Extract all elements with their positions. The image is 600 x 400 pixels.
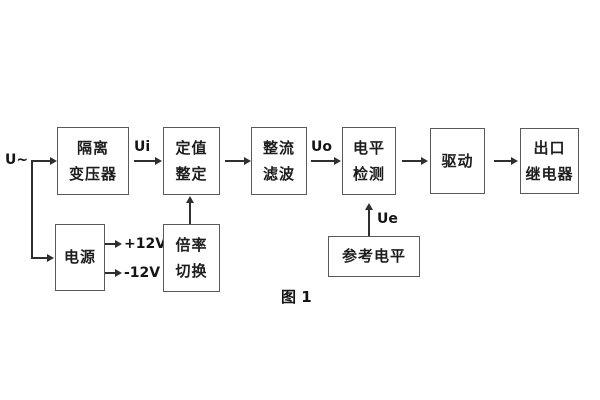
block-power-supply-label: 电源 xyxy=(63,248,96,266)
block-drive: 驱动 xyxy=(430,128,485,194)
input-branch-line xyxy=(31,160,33,259)
block-power-supply: 电源 xyxy=(55,224,105,291)
block-level-detect-line2: 检测 xyxy=(352,164,385,183)
block-reference-level: 参考电平 xyxy=(328,236,420,277)
block-rectify-filter: 整流 滤波 xyxy=(251,127,307,195)
power-minus12v-arrow-icon xyxy=(115,269,122,277)
block-drive-label: 驱动 xyxy=(441,151,474,170)
block-isolation-transformer: 隔离 变压器 xyxy=(57,127,129,195)
ui-signal-label: Ui xyxy=(134,139,151,155)
power-plus12v-arrow-icon xyxy=(115,240,122,248)
reference-to-level-arrow-icon xyxy=(365,203,373,210)
transformer-to-setpoint-line xyxy=(134,160,155,162)
block-setpoint-adjust: 定值 整定 xyxy=(163,127,220,195)
transformer-to-setpoint-arrow-icon xyxy=(155,157,162,165)
input-to-power-arrow-icon xyxy=(47,254,54,262)
rectify-to-level-arrow-icon xyxy=(334,157,341,165)
power-plus12v-line xyxy=(105,243,115,245)
input-to-transformer-arrow-icon xyxy=(50,157,57,165)
drive-to-relay-line xyxy=(494,160,511,162)
block-ratio-switch: 倍率 切换 xyxy=(163,224,220,292)
ue-signal-label: Ue xyxy=(377,211,398,227)
block-output-relay: 出口 继电器 xyxy=(520,128,579,194)
block-ratio-switch-line2: 切换 xyxy=(175,261,208,280)
plus12v-label: +12V xyxy=(124,236,167,252)
level-to-drive-line xyxy=(402,160,421,162)
block-isolation-transformer-line1: 隔离 xyxy=(76,138,109,157)
level-to-drive-arrow-icon xyxy=(421,157,428,165)
ratio-to-setpoint-arrow-icon xyxy=(186,196,194,203)
block-ratio-switch-line1: 倍率 xyxy=(175,235,208,254)
block-level-detect-line1: 电平 xyxy=(352,138,385,157)
input-signal-label: U~ xyxy=(5,152,29,168)
block-rectify-filter-line2: 滤波 xyxy=(262,164,295,183)
block-reference-level-label: 参考电平 xyxy=(341,247,406,265)
block-setpoint-adjust-line2: 整定 xyxy=(175,164,208,183)
setpoint-to-rectify-line xyxy=(225,160,244,162)
block-output-relay-line2: 继电器 xyxy=(525,164,574,183)
input-to-power-line xyxy=(31,257,47,259)
setpoint-to-rectify-arrow-icon xyxy=(244,157,251,165)
input-to-transformer-line xyxy=(31,160,51,162)
rectify-to-level-line xyxy=(311,160,334,162)
figure-caption: 图 1 xyxy=(281,288,312,306)
minus12v-label: -12V xyxy=(124,265,161,281)
block-isolation-transformer-line2: 变压器 xyxy=(68,164,117,183)
block-setpoint-adjust-line1: 定值 xyxy=(175,138,208,157)
block-rectify-filter-line1: 整流 xyxy=(262,138,295,157)
drive-to-relay-arrow-icon xyxy=(511,157,518,165)
power-minus12v-line xyxy=(105,272,115,274)
ratio-to-setpoint-line xyxy=(189,203,191,224)
block-level-detect: 电平 检测 xyxy=(342,127,396,195)
block-output-relay-line1: 出口 xyxy=(533,138,566,157)
uo-signal-label: Uo xyxy=(311,139,332,155)
reference-to-level-line xyxy=(368,210,370,236)
